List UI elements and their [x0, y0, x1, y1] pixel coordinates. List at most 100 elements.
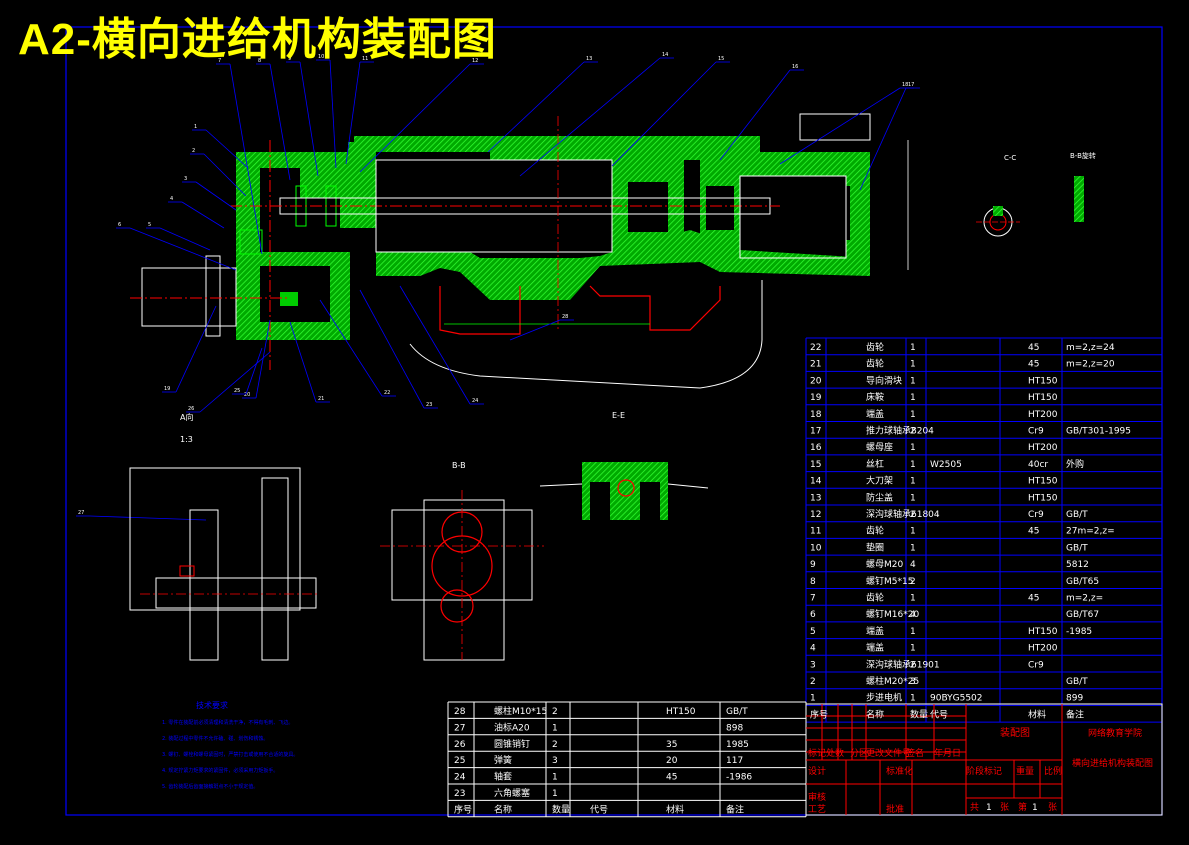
bom-upper-cell-name: 名称: [866, 708, 884, 720]
bom-upper-cell-name: 导向滑块: [866, 374, 902, 386]
leader-line: [229, 63, 263, 255]
bom-upper-cell-note: m=2,z=: [1066, 594, 1103, 604]
tb-ratio: 比例: [1044, 765, 1062, 777]
bom-upper-cell-no: 1: [810, 694, 816, 704]
bom-upper-cell-mat: Cr9: [1028, 510, 1044, 520]
leader-line: [345, 61, 361, 165]
bom-upper-cell-no: 11: [810, 527, 821, 537]
balloon-number: 5: [148, 222, 151, 228]
bom-lower-cell-qty: 1: [552, 773, 558, 783]
section-c-c: [976, 176, 1084, 237]
bom-upper-cell-no: 21: [810, 360, 821, 370]
bom-upper-cell-note: GB/T67: [1066, 610, 1099, 620]
ee-break: [539, 483, 709, 489]
bom-upper-cell-name: 防尘盖: [866, 491, 893, 503]
tech-req-line: 3. 螺钉、螺栓和螺母紧固时，严禁打击或使用不合适的旋具。: [162, 751, 298, 758]
a-view-frame: [129, 467, 301, 611]
label-bb2: B-B旋转: [1070, 151, 1096, 160]
tech-req-line: 1. 零件在装配前必须清理和清洗干净，不得有毛刺、飞边。: [162, 719, 293, 726]
bom-lower-cell-note: 898: [726, 723, 743, 733]
bom-lower-cell-no: 25: [454, 756, 465, 766]
leader-line: [859, 87, 907, 191]
bom-lower-cell-no: 23: [454, 789, 465, 799]
tb-stage: 阶段标记: [966, 765, 1002, 777]
leader-line: [329, 59, 337, 169]
bom-upper-cell-no: 16: [810, 443, 822, 453]
bom-upper-cell-qty: 1: [910, 460, 916, 470]
balloon-number: 9: [288, 56, 291, 62]
tb-school: 网络教育学院: [1088, 727, 1142, 739]
bom-upper-cell-note: GB/T: [1066, 543, 1088, 553]
balloon-number: 11: [362, 56, 368, 62]
ee-body: [582, 462, 668, 520]
ee-screw: [617, 479, 635, 497]
tb-process: 工艺: [808, 804, 826, 815]
section-e-e: [539, 462, 709, 520]
bom-upper-cell-no: 20: [810, 376, 822, 386]
bom-upper-cell-note: GB/T: [1066, 510, 1088, 520]
bom-upper-cell-qty: 1: [910, 343, 916, 353]
leader-line: [205, 129, 249, 169]
bom-lower-cell-qty: 数量: [552, 803, 570, 815]
bom-upper-cell-qty: 2: [910, 660, 916, 670]
label-bb: B-B: [452, 461, 466, 470]
bom-upper-cell-qty: 4: [910, 560, 916, 570]
bom-upper-cell-no: 19: [810, 393, 822, 403]
bom-upper-cell-qty: 1: [910, 493, 916, 503]
bom-upper-cell-name: 螺母座: [866, 441, 893, 453]
bom-lower-cell-mat: 20: [666, 756, 678, 766]
bom-lower-cell-qty: 1: [552, 723, 558, 733]
slide-body: [376, 230, 870, 300]
bed-lower-outline: [409, 280, 763, 389]
motor-shaft-bearing: [239, 229, 263, 255]
bom-upper-cell-name: 深沟球轴承61901: [866, 658, 940, 670]
housing-interior: [375, 159, 613, 253]
tb-review: 审核: [808, 791, 826, 803]
bom-upper-cell-qty: 3: [910, 677, 916, 687]
bb-rotated-part: [1074, 176, 1084, 222]
bom-upper-cell-no: 10: [810, 543, 822, 553]
motor-flange: [205, 255, 221, 337]
leader-line: [299, 61, 319, 177]
bom-upper-cell-name: 端盖: [866, 408, 884, 420]
balloon-number: 22: [384, 390, 390, 396]
tb-name: 横向进给机构装配图: [1072, 757, 1153, 769]
bom-upper-cell-note: 5812: [1066, 560, 1089, 570]
leader-line: [611, 61, 717, 167]
bom-upper-cell-qty: 1: [910, 644, 916, 654]
bom-lower-cell-name: 轴套: [494, 771, 512, 783]
bom-upper-cell-no: 7: [810, 594, 816, 604]
bom-upper-cell-no: 12: [810, 510, 821, 520]
bom-upper-cell-name: 齿轮: [866, 525, 884, 537]
balloon-number: 1: [194, 124, 197, 130]
top-cover: [354, 136, 870, 270]
leader-line: [399, 285, 471, 405]
bom-upper-cell-no: 15: [810, 460, 821, 470]
leader-line: [195, 181, 237, 211]
bom-upper-cell-qty: 1: [910, 543, 916, 553]
title-block-row-label: 标记: [808, 747, 826, 759]
right-end-housing: [700, 158, 740, 250]
a-view-motor-left: [189, 509, 219, 661]
right-interior: [739, 175, 847, 259]
stepper-motor: [141, 267, 237, 327]
title-block-row-label: 分区: [850, 748, 868, 759]
tech-req-line: 5. 齿轮装配后齿面接触斑点不小于规定值。: [162, 783, 258, 790]
section-b-b: [380, 490, 544, 661]
bom-upper-cell-name: 螺钉M16*20: [866, 609, 919, 620]
bom-upper-cell-note: m=2,z=24: [1066, 343, 1115, 353]
tb-page-suffix: 张: [1048, 802, 1057, 813]
bom-upper-cell-name: 齿轮: [866, 592, 884, 604]
label-a-view: A向: [180, 412, 193, 422]
a-view-motor-right: [261, 477, 289, 661]
balloon-number: 6: [118, 222, 121, 228]
bom-upper-cell-mat: HT200: [1028, 644, 1058, 654]
bom-upper-cell-mat: HT150: [1028, 376, 1058, 386]
tb-approve: 批准: [886, 803, 904, 815]
bom-upper-cell-qty: 1: [910, 443, 916, 453]
balloon-number: 4: [170, 196, 173, 202]
leader-line: [719, 69, 791, 161]
bom-upper-cell-note: GB/T301-1995: [1066, 427, 1131, 437]
